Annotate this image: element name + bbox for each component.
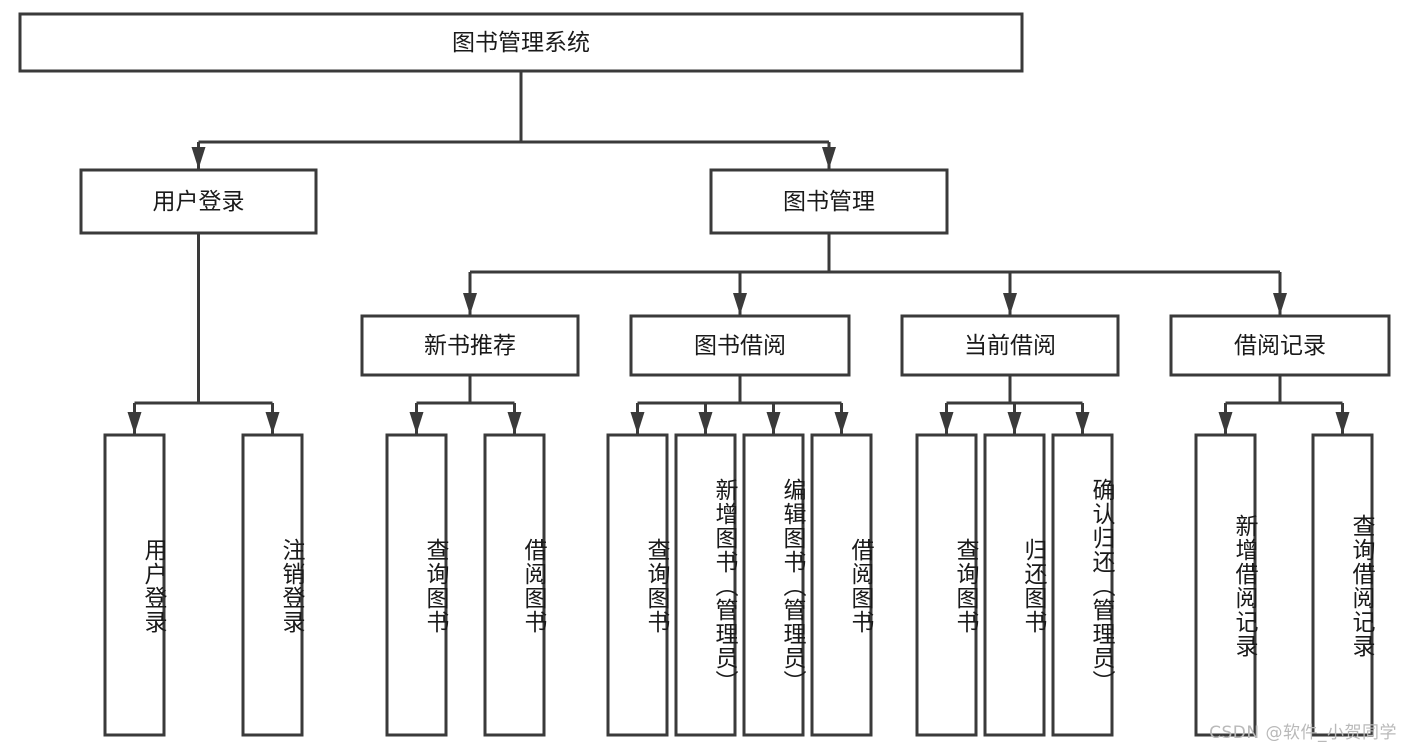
node-label: 图书借阅: [694, 333, 786, 359]
node-box: [483, 433, 546, 737]
arrow-head-icon: [1075, 412, 1090, 434]
node-label: 借阅记录: [1234, 333, 1326, 359]
node-box: [1311, 433, 1374, 737]
node-box: [1169, 314, 1391, 377]
arrow-head-icon: [939, 412, 954, 434]
node-leaf-借阅图书[interactable]: [810, 433, 873, 737]
node-root-图书管理系统[interactable]: 图书管理系统: [18, 12, 1024, 73]
node-leaf-查询图书[interactable]: [606, 433, 669, 737]
node-label: 当前借阅: [964, 333, 1056, 359]
node-box: [742, 433, 805, 737]
node-label: 图书管理系统: [452, 30, 590, 56]
arrow-head-icon: [834, 412, 849, 434]
node-leaf-查询图书[interactable]: [385, 433, 448, 737]
node-leaf-编辑图书（管理员）[interactable]: [742, 433, 805, 737]
node-leaf-注销登录[interactable]: [241, 433, 304, 737]
node-leaf-新增图书（管理员）[interactable]: [674, 433, 737, 737]
arrow-head-icon: [822, 147, 836, 169]
node-box: [18, 12, 1024, 73]
node-level2-借阅记录[interactable]: 借阅记录: [1169, 314, 1391, 377]
node-box: [1194, 433, 1257, 737]
node-level2-新书推荐[interactable]: 新书推荐: [360, 314, 580, 377]
node-label: 新书推荐: [424, 333, 516, 359]
node-box: [103, 433, 166, 737]
node-level1-图书管理[interactable]: 图书管理: [709, 168, 949, 235]
arrow-head-icon: [1273, 293, 1287, 315]
node-leaf-借阅图书[interactable]: [483, 433, 546, 737]
node-leaf-用户登录[interactable]: [103, 433, 166, 737]
node-leaf-查询借阅记录[interactable]: [1311, 433, 1374, 737]
node-leaf-归还图书[interactable]: [983, 433, 1046, 737]
node-box: [674, 433, 737, 737]
node-box: [1051, 433, 1114, 737]
node-box: [606, 433, 669, 737]
arrow-head-icon: [127, 412, 142, 434]
arrow-head-icon: [409, 412, 424, 434]
node-box: [810, 433, 873, 737]
node-leaf-确认归还（管理员）[interactable]: [1051, 433, 1114, 737]
arrow-head-icon: [698, 412, 713, 434]
csdn-watermark: CSDN @软件_小贺同学: [1209, 723, 1397, 743]
arrow-head-icon: [630, 412, 645, 434]
node-box: [900, 314, 1120, 377]
node-box: [983, 433, 1046, 737]
arrow-head-icon: [1003, 293, 1017, 315]
arrow-head-icon: [1007, 412, 1022, 434]
node-level2-当前借阅[interactable]: 当前借阅: [900, 314, 1120, 377]
arrow-head-icon: [191, 147, 206, 169]
node-level2-图书借阅[interactable]: 图书借阅: [629, 314, 851, 377]
node-box: [360, 314, 580, 377]
arrow-head-icon: [265, 412, 280, 434]
node-box: [241, 433, 304, 737]
arrow-head-icon: [766, 412, 781, 434]
node-box: [385, 433, 448, 737]
arrow-head-icon: [507, 412, 522, 434]
node-leaf-查询图书[interactable]: [915, 433, 978, 737]
arrow-head-icon: [1335, 412, 1350, 434]
arrow-head-icon: [1218, 412, 1233, 434]
arrow-head-icon: [463, 293, 477, 315]
node-label: 用户登录: [153, 189, 245, 215]
node-box: [915, 433, 978, 737]
node-leaf-新增借阅记录[interactable]: [1194, 433, 1257, 737]
node-box: [629, 314, 851, 377]
arrow-head-icon: [733, 293, 747, 315]
node-level1-用户登录[interactable]: 用户登录: [79, 168, 318, 235]
node-box: [709, 168, 949, 235]
node-label: 图书管理: [783, 189, 875, 215]
